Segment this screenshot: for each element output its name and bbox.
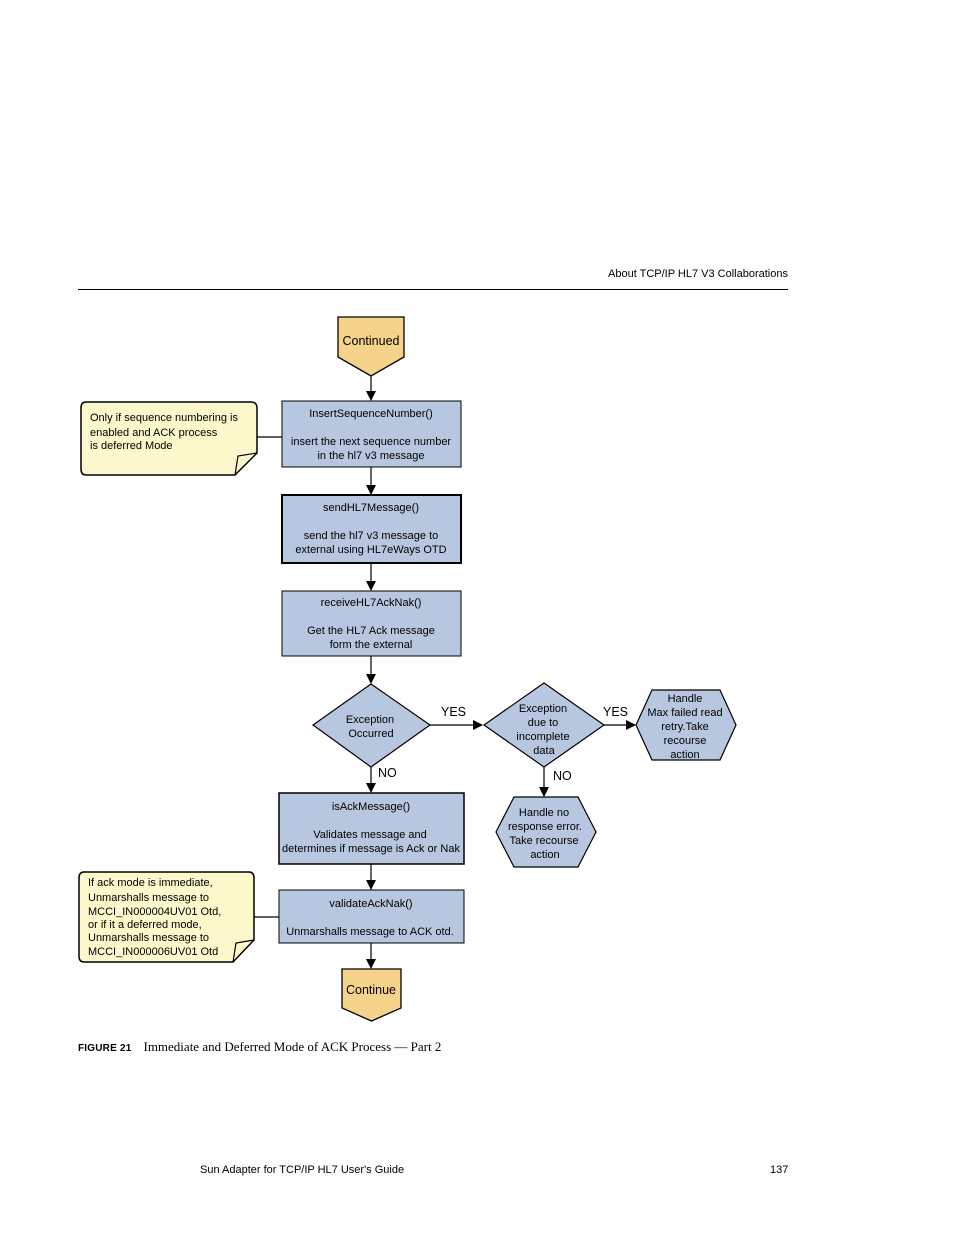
edge-label-yes-1: YES: [441, 705, 466, 719]
action-handle-max-failed-read: Handle Max failed read retry.Take recour…: [635, 689, 737, 761]
step4-title: isAckMessage(): [332, 801, 410, 813]
step1-line1: insert the next sequence number: [291, 436, 452, 448]
start-connector: Continued: [337, 316, 405, 377]
start-connector-label: Continued: [343, 334, 400, 348]
edge-label-no-1: NO: [378, 766, 397, 780]
header-rule: [78, 289, 788, 290]
step3-line1: Get the HL7 Ack message: [307, 625, 435, 637]
note1-line2: enabled and ACK process: [90, 427, 218, 439]
step5-title: validateAckNak(): [329, 898, 412, 910]
step-validate-ack-nak: validateAckNak() Unmarshalls message to …: [278, 889, 465, 944]
action1-line5: action: [670, 749, 699, 761]
action2-line4: action: [530, 849, 559, 861]
step2-line1: send the hl7 v3 message to: [304, 530, 439, 542]
figure-number: FIGURE 21: [78, 1043, 132, 1054]
action2-line2: response error.: [508, 821, 582, 833]
figure-caption-text: Immediate and Deferred Mode of ACK Proce…: [143, 1039, 442, 1054]
running-header: About TCP/IP HL7 V3 Collaborations: [608, 268, 788, 280]
decision2-line1: Exception: [519, 703, 567, 715]
note2-line6: MCCI_IN000006UV01 Otd: [88, 946, 218, 958]
note2-line3: MCCI_IN000004UV01 Otd,: [88, 906, 221, 918]
step4-line1: Validates message and: [313, 829, 427, 841]
action1-line1: Handle: [668, 693, 703, 705]
end-connector: Continue: [341, 968, 402, 1022]
step1-line2: in the hl7 v3 message: [317, 450, 424, 462]
note1-line3: is deferred Mode: [90, 440, 173, 452]
decision2-line3: incomplete: [516, 731, 569, 743]
note2-line2: Unmarshalls message to: [88, 892, 209, 904]
footer-page-number: 137: [770, 1164, 789, 1176]
step5-line1: Unmarshalls message to ACK otd.: [286, 926, 454, 938]
decision1-line2: Occurred: [348, 728, 393, 740]
action1-line3: retry.Take: [661, 721, 708, 733]
step-receive-hl7-ack-nak: receiveHL7AckNak() Get the HL7 Ack messa…: [281, 590, 462, 657]
flow-arrows: [254, 376, 636, 969]
decision-exception-occurred: Exception Occurred: [311, 683, 432, 768]
note1-line1: Only if sequence numbering is: [90, 412, 238, 424]
decision2-line4: data: [533, 745, 555, 757]
action-handle-no-response: Handle no response error. Take recourse …: [495, 796, 597, 868]
action2-line1: Handle no: [519, 807, 569, 819]
decision2-line2: due to: [528, 717, 559, 729]
step-send-hl7-message: sendHL7Message() send the hl7 v3 message…: [281, 494, 462, 564]
figure-caption: FIGURE 21 Immediate and Deferred Mode of …: [78, 1039, 441, 1055]
edge-label-no-2: NO: [553, 769, 572, 783]
note-ack-mode: If ack mode is immediate, Unmarshalls me…: [78, 871, 255, 963]
step2-title: sendHL7Message(): [323, 502, 419, 514]
step-is-ack-message: isAckMessage() Validates message and det…: [278, 792, 465, 865]
note2-line1: If ack mode is immediate,: [88, 877, 213, 889]
note2-line5: Unmarshalls message to: [88, 932, 209, 944]
decision1-line1: Exception: [346, 714, 394, 726]
step1-title: InsertSequenceNumber(): [309, 408, 433, 420]
action1-line2: Max failed read: [647, 707, 722, 719]
end-connector-label: Continue: [346, 983, 396, 997]
step4-line2: determines if message is Ack or Nak: [282, 843, 460, 855]
action1-line4: recourse: [664, 735, 707, 747]
step2-line2: external using HL7eWays OTD: [295, 544, 446, 556]
note-sequence-numbering: Only if sequence numbering is enabled an…: [80, 401, 258, 476]
step3-line2: form the external: [330, 639, 413, 651]
footer-book-title: Sun Adapter for TCP/IP HL7 User's Guide: [200, 1164, 405, 1176]
action2-line3: Take recourse: [509, 835, 578, 847]
step3-title: receiveHL7AckNak(): [321, 597, 422, 609]
step-insert-sequence-number: InsertSequenceNumber() insert the next s…: [281, 400, 462, 468]
edge-label-yes-2: YES: [603, 705, 628, 719]
note2-line4: or if it a deferred mode,: [88, 919, 202, 931]
decision-incomplete-data: Exception due to incomplete data: [482, 682, 606, 768]
